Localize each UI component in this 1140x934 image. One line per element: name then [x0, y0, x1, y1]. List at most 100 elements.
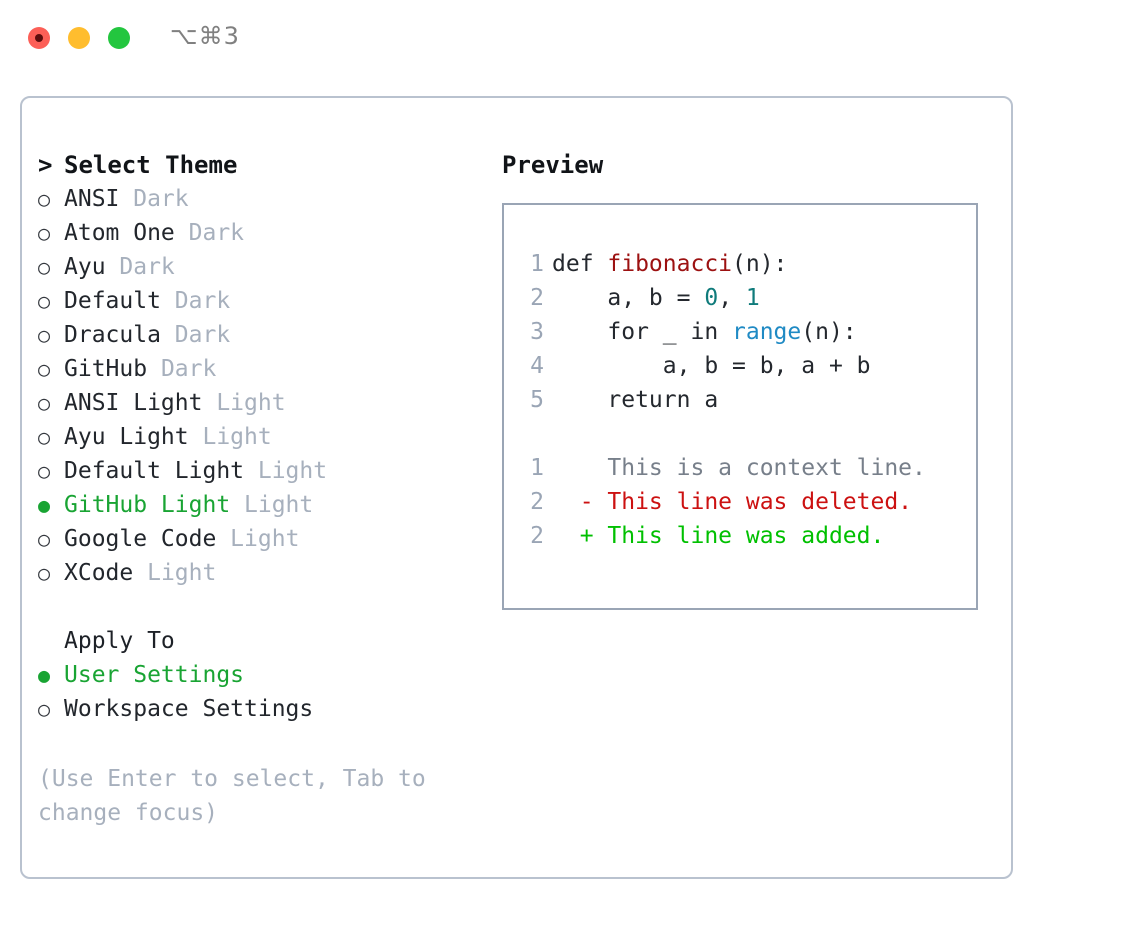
code-token: return a: [552, 387, 719, 413]
code-token: 0: [704, 285, 719, 311]
code-line-number: 5: [530, 387, 544, 413]
theme-variant-label: Dark: [160, 288, 231, 314]
theme-name-label: ANSI Light: [64, 390, 203, 416]
theme-name-label: Atom One: [64, 220, 175, 246]
theme-name-label: Default Light: [64, 458, 245, 484]
diff-line: 1 This is a context line.: [504, 451, 976, 485]
theme-selection-column: >Select Theme ○ANSI Dark○Atom One Dark○A…: [38, 148, 498, 830]
apply-to-header: Apply To: [38, 624, 498, 658]
title-bar: ⌥⌘3: [0, 0, 1140, 78]
theme-list-item[interactable]: ○ Ayu Dark: [38, 250, 498, 284]
diff-line-number: 1: [530, 455, 544, 481]
keyboard-hint-text: (Use Enter to select, Tab to change focu…: [38, 766, 426, 826]
code-token: range: [732, 319, 802, 345]
theme-list-item[interactable]: ○ Dracula Dark: [38, 318, 498, 352]
apply-to-label: User Settings: [64, 662, 245, 688]
theme-name-label: ANSI: [64, 186, 120, 212]
close-window-button[interactable]: [28, 27, 50, 49]
theme-variant-label: Dark: [174, 220, 245, 246]
radio-unselected-icon[interactable]: ○: [38, 561, 51, 585]
radio-unselected-icon[interactable]: ○: [38, 459, 51, 483]
radio-unselected-icon[interactable]: ○: [38, 357, 51, 381]
theme-list-item[interactable]: ○ Atom One Dark: [38, 216, 498, 250]
radio-unselected-icon[interactable]: ○: [38, 221, 51, 245]
code-token: (n):: [732, 251, 788, 277]
radio-unselected-icon[interactable]: ○: [38, 289, 51, 313]
radio-unselected-icon[interactable]: ○: [38, 255, 51, 279]
code-line: 3 for _ in range(n):: [504, 315, 976, 349]
apply-to-section: Apply To ● User Settings ○ Workspace Settin…: [38, 624, 498, 726]
radio-unselected-icon[interactable]: ○: [38, 391, 51, 415]
theme-variant-label: Light: [244, 458, 328, 484]
code-line: 4 a, b = b, a + b: [504, 349, 976, 383]
radio-selected-icon[interactable]: ●: [38, 493, 51, 517]
apply-to-item[interactable]: ○ Workspace Settings: [38, 692, 498, 726]
theme-name-label: Ayu: [64, 254, 106, 280]
theme-list-item[interactable]: ○ Ayu Light Light: [38, 420, 498, 454]
theme-list-item[interactable]: ○ GitHub Dark: [38, 352, 498, 386]
theme-variant-label: Light: [230, 492, 314, 518]
theme-name-label: XCode: [64, 560, 134, 586]
maximize-window-button[interactable]: [108, 27, 130, 49]
theme-variant-label: Dark: [147, 356, 217, 382]
diff-line-number: 2: [530, 523, 544, 549]
theme-name-label: Ayu Light: [64, 424, 189, 450]
diff-line-text: - This line was deleted.: [552, 489, 913, 515]
theme-variant-label: Dark: [119, 186, 189, 212]
code-token: (n):: [801, 319, 857, 345]
theme-list-item[interactable]: ○ ANSI Dark: [38, 182, 498, 216]
minimize-window-button[interactable]: [68, 27, 90, 49]
radio-unselected-icon[interactable]: ○: [38, 323, 51, 347]
preview-title: Preview: [502, 151, 604, 179]
apply-to-header-label: Apply To: [64, 628, 175, 654]
theme-variant-label: Light: [133, 560, 217, 586]
select-theme-header: > Select Theme: [38, 148, 498, 182]
theme-variant-label: Dark: [160, 322, 231, 348]
radio-unselected-icon[interactable]: ○: [38, 527, 51, 551]
select-theme-header-label: Select Theme: [64, 151, 238, 179]
theme-variant-label: Light: [202, 390, 286, 416]
diff-line-number: 2: [530, 489, 544, 515]
apply-to-label: Workspace Settings: [64, 696, 314, 722]
main-panel: >Select Theme ○ANSI Dark○Atom One Dark○A…: [20, 96, 1013, 879]
code-token: 1: [745, 285, 760, 311]
theme-name-label: Default: [64, 288, 161, 314]
theme-list-item[interactable]: ○ Default Dark: [38, 284, 498, 318]
theme-list-item[interactable]: ○ XCode Light: [38, 556, 498, 590]
theme-variant-label: Light: [188, 424, 272, 450]
theme-list-item[interactable]: ○ ANSI Light Light: [38, 386, 498, 420]
theme-list: ○ ANSI Dark ○ Atom One Dark ○ Ayu Dark ○ Defaul…: [38, 182, 498, 590]
diff-line-text: This is a context line.: [552, 455, 926, 481]
code-token: for _ in: [552, 319, 733, 345]
theme-list-item[interactable]: ○Google Code Light: [38, 522, 498, 556]
code-token: a, b =: [552, 285, 705, 311]
code-line-number: 3: [530, 319, 544, 345]
radio-selected-icon[interactable]: ●: [38, 663, 51, 687]
theme-name-label: Google Code: [64, 526, 217, 552]
code-line-number: 1: [530, 251, 544, 277]
diff-sample-block: 1 This is a context line. 2 - This line w…: [504, 451, 976, 553]
code-token: def: [552, 251, 608, 277]
apply-to-list: ● User Settings ○ Workspace Settings: [38, 658, 498, 726]
code-line-number: 2: [530, 285, 544, 311]
radio-unselected-icon[interactable]: ○: [38, 425, 51, 449]
caret-icon: >: [38, 151, 53, 179]
code-token: ,: [718, 285, 746, 311]
theme-name-label: Dracula: [64, 322, 161, 348]
diff-line-text: + This line was added.: [552, 523, 885, 549]
theme-name-label: GitHub Light: [64, 492, 231, 518]
code-line-number: 4: [530, 353, 544, 379]
radio-unselected-icon[interactable]: ○: [38, 697, 51, 721]
theme-variant-label: Dark: [105, 254, 175, 280]
preview-spacer: [504, 417, 976, 451]
theme-name-label: GitHub: [64, 356, 148, 382]
theme-list-item[interactable]: ● GitHub Light Light: [38, 488, 498, 522]
radio-unselected-icon[interactable]: ○: [38, 187, 51, 211]
apply-to-item[interactable]: ● User Settings: [38, 658, 498, 692]
theme-list-item[interactable]: ○ Default Light Light: [38, 454, 498, 488]
code-token: a, b = b, a + b: [552, 353, 871, 379]
